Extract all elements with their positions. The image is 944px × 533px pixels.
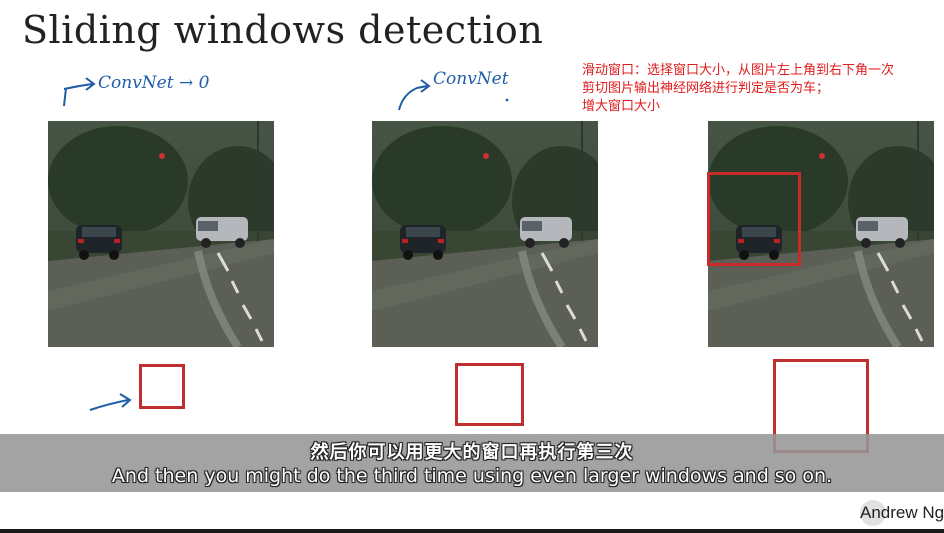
handwritten-convnet-note-left: ConvNet → 0	[63, 73, 210, 107]
road-scene-image-2	[372, 121, 598, 347]
road-scene-image-1	[48, 121, 274, 347]
subtitle-bar: 然后你可以用更大的窗口再执行第三次 And then you might do …	[0, 434, 944, 492]
road-scene-image-3	[708, 121, 934, 347]
handwritten-convnet-note-middle: ConvNet	[398, 69, 509, 111]
medium-window-size-box	[455, 363, 524, 426]
svg-text:ConvNet → 0: ConvNet → 0	[98, 73, 210, 93]
video-progress-line	[0, 529, 944, 533]
author-name: Andrew Ng	[860, 503, 944, 522]
logo-icon	[860, 500, 886, 526]
annotation-line: 滑动窗口：选择窗口大小，从图片左上角到右下角一次	[582, 62, 895, 77]
handwritten-arrow-icon	[89, 393, 132, 411]
chinese-annotation: 滑动窗口：选择窗口大小，从图片左上角到右下角一次 剪切图片输出神经网络进行判定是…	[582, 61, 942, 115]
annotation-line: 增大窗口大小	[582, 98, 661, 113]
sliding-window-box	[707, 172, 801, 266]
annotation-line: 剪切图片输出神经网络进行判定是否为车；	[582, 80, 830, 95]
subtitle-english: And then you might do the third time usi…	[111, 465, 833, 487]
svg-text:ConvNet: ConvNet	[433, 69, 509, 89]
slide-title: Sliding windows detection	[22, 8, 544, 52]
small-window-size-box	[139, 364, 185, 409]
author-watermark: Andrew Ng	[836, 500, 944, 530]
subtitle-chinese: 然后你可以用更大的窗口再执行第三次	[310, 442, 634, 463]
